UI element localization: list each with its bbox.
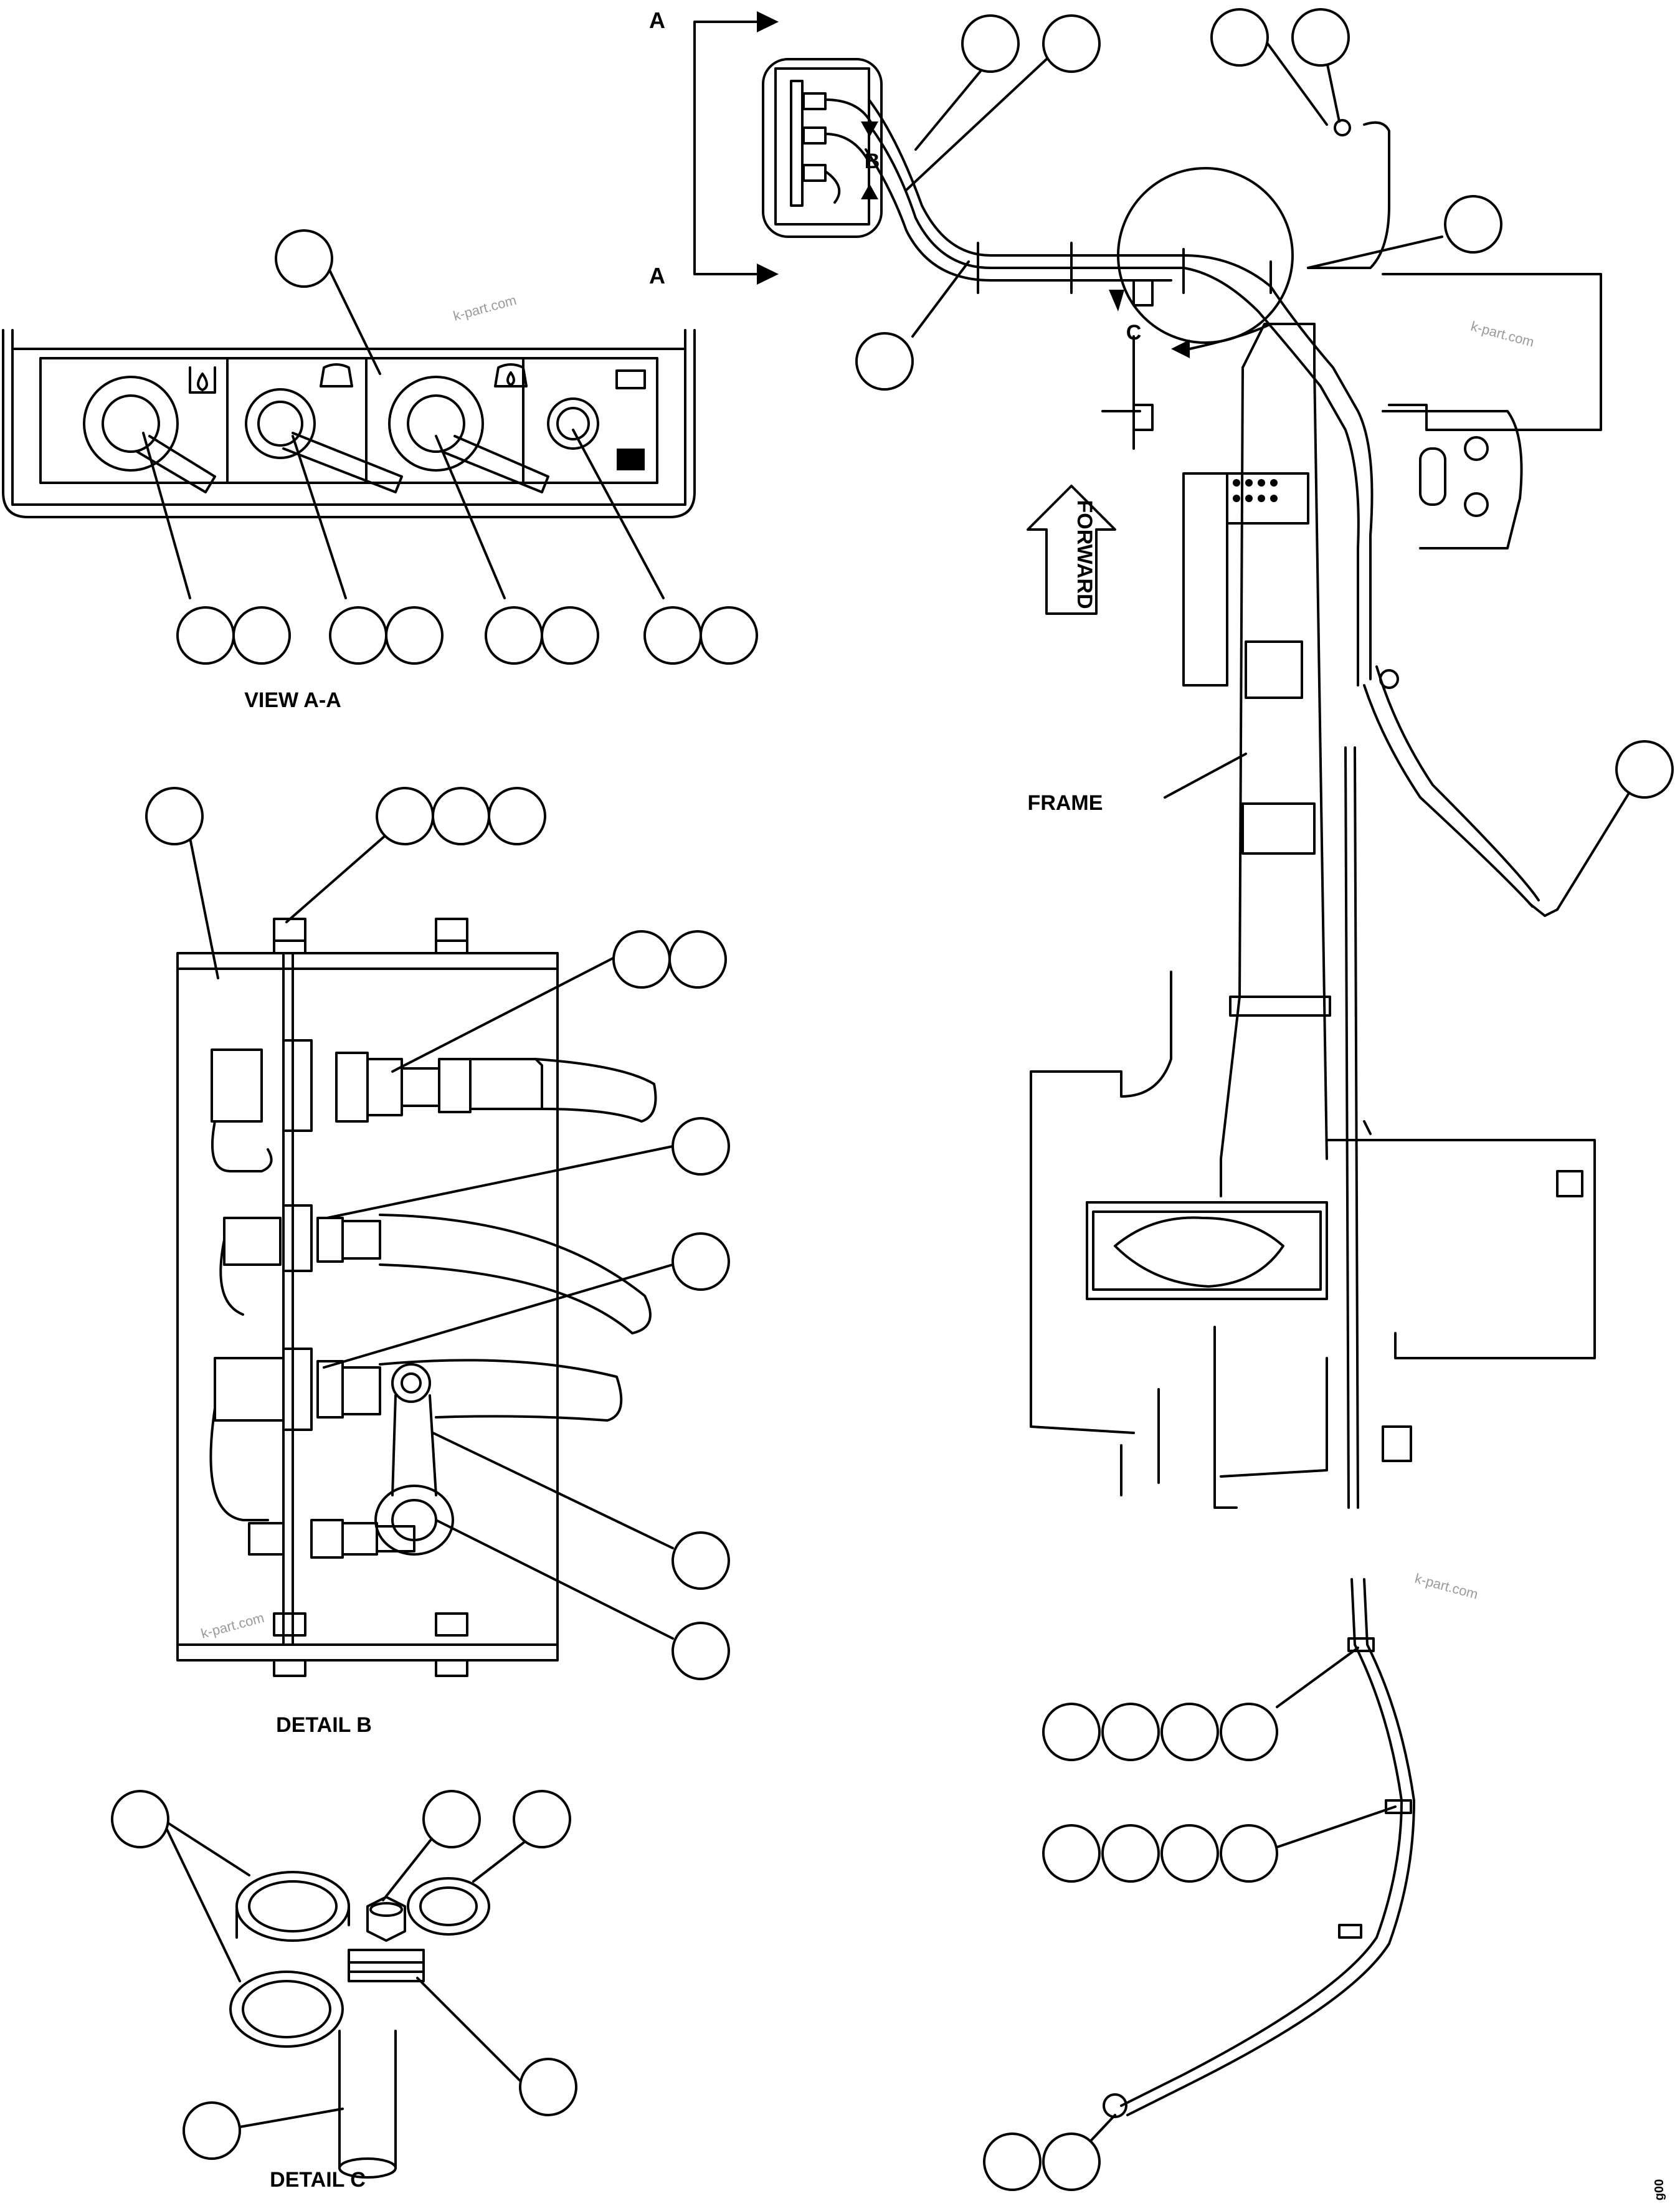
callout-bubble [329,606,387,665]
callout-bubble [145,787,204,845]
watermark-1: k-part.com [452,292,518,324]
callout-bubble [672,1531,730,1590]
detail-c-label: DETAIL C [270,2168,366,2192]
callout-bubble [1291,8,1350,67]
callout-bubble [432,787,490,845]
callout-bubble [700,606,758,665]
callout-bubble [183,2101,241,2160]
callout-bubble [1220,1703,1278,1761]
callout-bubble [961,14,1020,73]
callout-bubble [1042,1703,1101,1761]
callout-bubble [1220,1824,1278,1883]
callout-bubble [422,1790,481,1848]
section-aa-arrows [693,11,779,285]
callout-bubble [668,930,727,989]
callout-bubble [983,2132,1042,2191]
detail-b-plate [176,821,674,1677]
callout-bubble [1042,14,1101,73]
valve-bracket [762,58,883,238]
frame-label: FRAME [1028,791,1103,815]
callout-bubble [1160,1824,1219,1883]
callout-bubble [1210,8,1269,67]
forward-label: FORWARD [1073,500,1096,609]
callout-bubble [1101,1824,1160,1883]
view-aa-label: VIEW A-A [244,688,341,712]
callout-bubble [513,1790,571,1848]
callout-bubble [672,1117,730,1176]
callout-bubble [1615,740,1674,799]
callout-bubble [519,2058,577,2116]
section-a-top: A [649,7,665,33]
callout-bubble [1042,1824,1101,1883]
detail-b-label: DETAIL B [276,1713,372,1737]
callout-bubble [672,1232,730,1291]
machine-frame [1030,273,1602,1509]
view-aa-panel [2,257,696,599]
callout-bubble [176,606,235,665]
upper-leaders [905,42,1633,911]
marker-c: C [1126,321,1142,345]
watermark-2: k-part.com [1469,318,1536,350]
callout-bubble [643,606,702,665]
hose-routing [865,98,1559,1509]
section-a-bottom: A [649,263,665,288]
callout-bubble [541,606,599,665]
port-4 [547,369,646,470]
port-1 [83,366,216,493]
port-3 [388,363,549,493]
callout-bubble [612,930,671,989]
callout-bubble [232,606,291,665]
callout-bubble [1042,2132,1101,2191]
callout-bubble [488,787,546,845]
callout-bubble [1160,1703,1219,1761]
callout-bubble [275,229,333,288]
callout-bubble [855,332,914,391]
watermark-3: k-part.com [199,1610,266,1642]
forward-arrow [1027,485,1116,615]
port-2 [245,363,403,493]
callout-bubble [672,1622,730,1680]
callout-bubble [376,787,434,845]
figure-id: g00 [1653,2179,1666,2200]
callout-bubbles [111,8,1674,2191]
hose-assembly [1064,1578,1415,2169]
callout-bubble [1101,1703,1160,1761]
callout-bubble [1444,195,1502,254]
callout-bubble [111,1790,169,1848]
callout-bubble [485,606,543,665]
callout-bubble [385,606,444,665]
watermark-4: k-part.com [1413,1571,1480,1602]
detail-c-callout-ring [1101,167,1294,450]
